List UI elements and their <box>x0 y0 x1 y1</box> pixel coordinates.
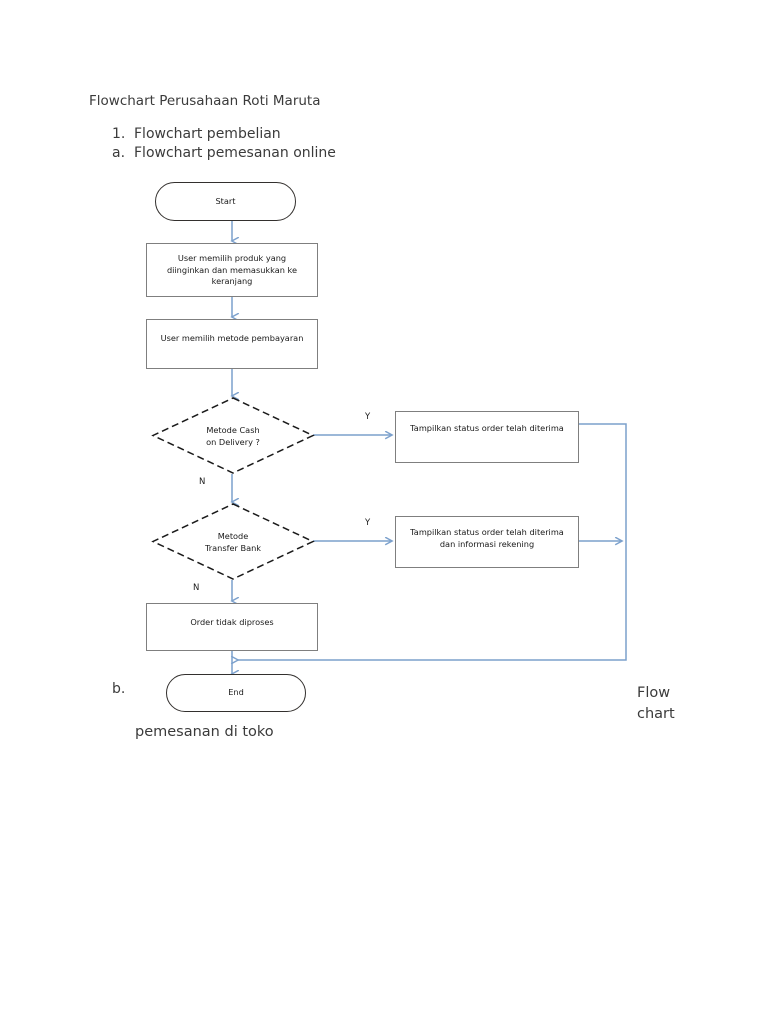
flow-node-pilih-produk-line1: User memilih produk yang <box>177 253 287 263</box>
flow-node-status-transfer[interactable]: Tampilkan status order telah diterima da… <box>395 516 579 568</box>
side-note-text: Flow chart <box>637 685 675 722</box>
flow-node-start[interactable]: Start <box>155 182 296 221</box>
flow-node-pilih-produk-line3: keranjang <box>211 276 253 286</box>
list-item-label: Flowchart pemesanan online <box>134 145 336 161</box>
page-title: Flowchart Perusahaan Roti Maruta <box>89 93 321 109</box>
list-item-label: Flowchart pembelian <box>134 126 281 142</box>
flow-node-pilih-pembayaran-label: User memilih metode pembayaran <box>160 333 304 343</box>
section-b-caption: pemesanan di toko <box>135 724 274 740</box>
flow-node-end-label: End <box>228 687 244 698</box>
edge-label-transfer-yes: Y <box>365 518 371 528</box>
flow-node-order-ditolak-label: Order tidak diproses <box>190 617 274 627</box>
flow-node-status-transfer-line2: dan informasi rekening <box>439 538 535 549</box>
flow-node-status-cod-label: Tampilkan status order telah diterima <box>410 423 564 433</box>
flow-node-pilih-produk[interactable]: User memilih produk yang diinginkan dan … <box>146 243 318 297</box>
flow-node-start-label: Start <box>215 195 236 206</box>
flow-node-end[interactable]: End <box>166 674 306 712</box>
list-item: 1. Flowchart pembelian <box>112 126 281 142</box>
list-marker: 1. <box>112 126 126 142</box>
connector-return-cod <box>238 423 627 660</box>
list-marker: a. <box>112 145 126 161</box>
section-b-marker: b. <box>112 681 126 697</box>
edge-label-cod-no: N <box>199 477 206 487</box>
flow-node-pilih-pembayaran[interactable]: User memilih metode pembayaran <box>146 319 318 369</box>
list-item: a. Flowchart pemesanan online <box>112 145 336 161</box>
flow-node-status-transfer-line1: Tampilkan status order telah diterima <box>410 527 564 537</box>
edge-label-transfer-no: N <box>193 583 200 593</box>
edge-label-cod-yes: Y <box>365 412 371 422</box>
flow-node-status-cod[interactable]: Tampilkan status order telah diterima <box>395 411 579 463</box>
flow-node-decision-transfer-shape[interactable] <box>151 502 315 581</box>
flow-node-pilih-produk-line2: diinginkan dan memasukkan ke <box>166 264 298 275</box>
flow-node-order-ditolak[interactable]: Order tidak diproses <box>146 603 318 651</box>
flow-node-decision-cod-shape[interactable] <box>151 396 315 475</box>
